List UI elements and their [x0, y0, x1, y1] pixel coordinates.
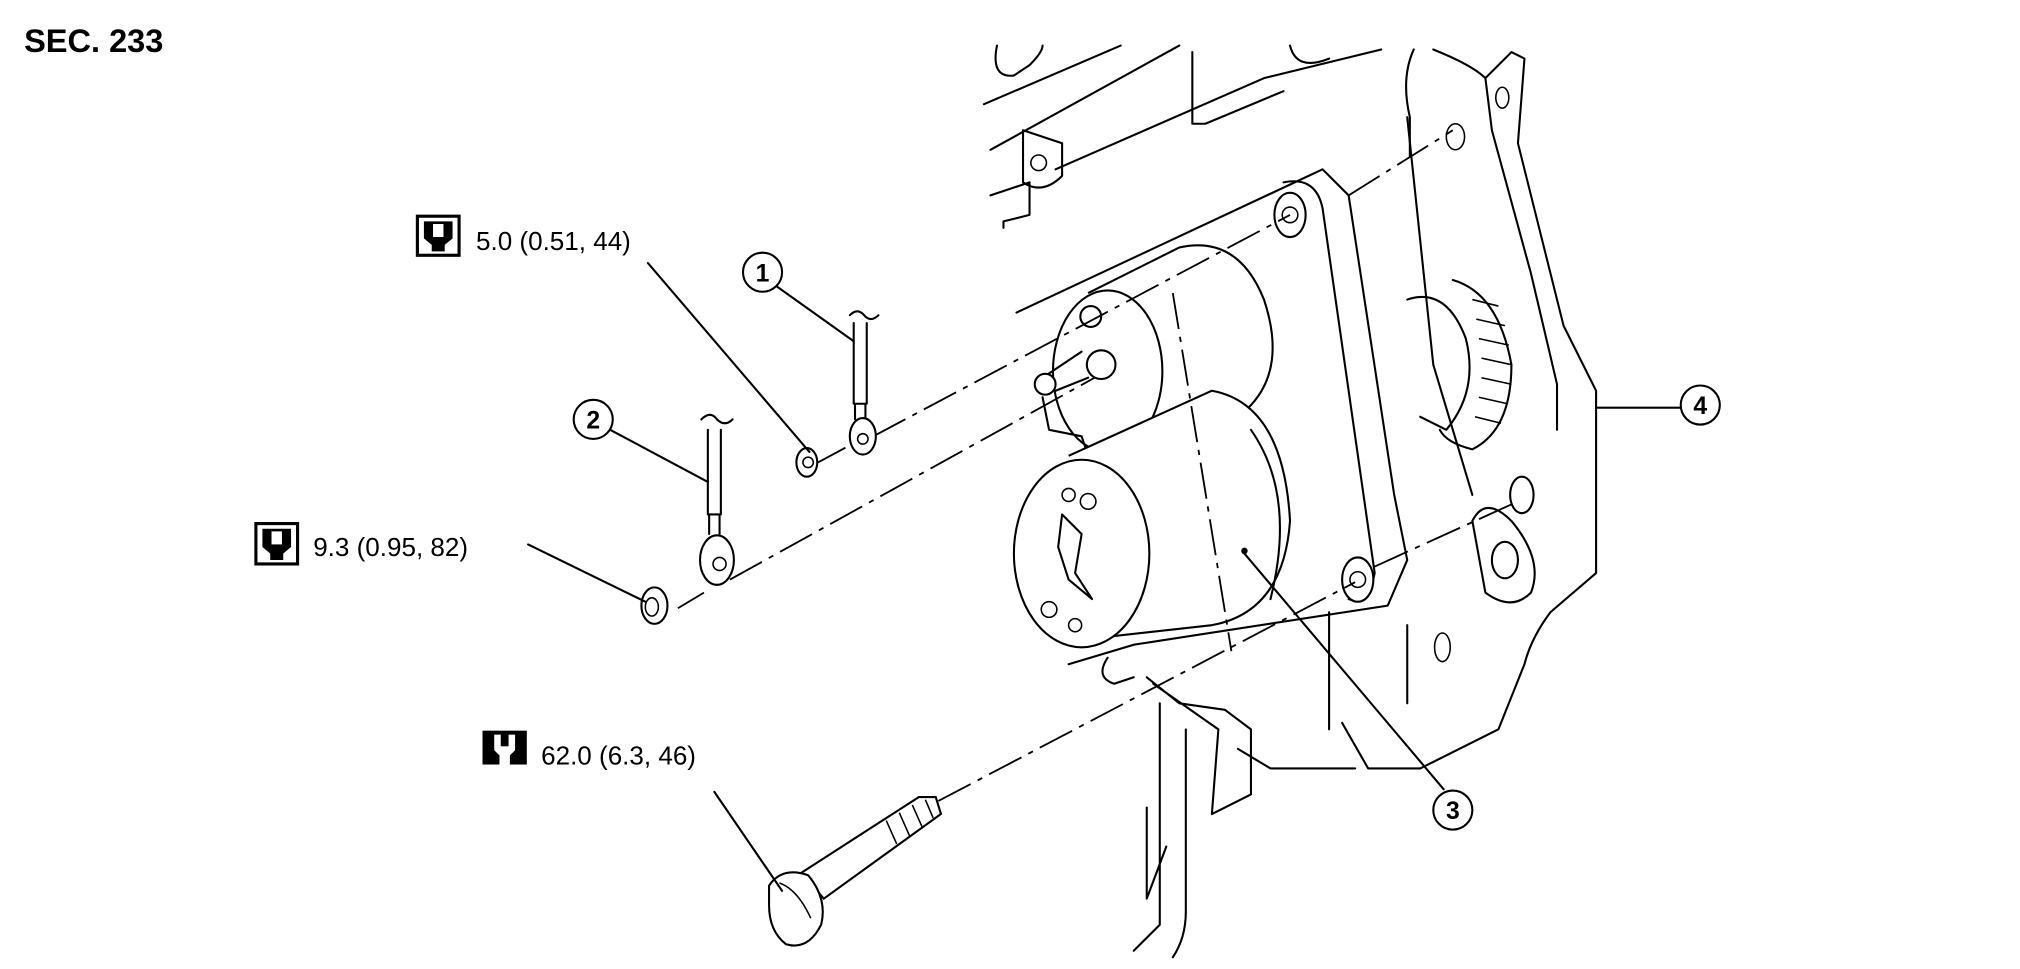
torque-spec-1: 5.0 (0.51, 44) [415, 214, 631, 257]
callout-1: 1 [741, 251, 784, 293]
svg-text:4: 4 [1693, 393, 1707, 420]
torque-wrench-icon [415, 214, 461, 257]
svg-text:9.3 (0.95, 82): 9.3 (0.95, 82) [313, 532, 468, 562]
torque-spec-3: 62.0 (6.3, 46) [482, 730, 696, 771]
svg-text:3: 3 [1446, 798, 1460, 825]
torque-wrench-icon [254, 522, 300, 566]
callout-2: 2 [572, 398, 614, 440]
mounting-bolt [768, 796, 943, 947]
alignment-lines [677, 129, 1519, 802]
callout-3: 3 [1432, 789, 1474, 831]
svg-text:1: 1 [756, 260, 770, 287]
svg-text:5.0 (0.51, 44): 5.0 (0.51, 44) [476, 226, 631, 256]
torque-wrench-icon [482, 730, 527, 765]
leader-lines [527, 262, 1682, 892]
section-label: SEC. 233 [24, 23, 163, 59]
starter-motor [1012, 168, 1513, 666]
svg-text:2: 2 [586, 407, 600, 434]
torque-spec-2: 9.3 (0.95, 82) [254, 522, 468, 566]
callout-4: 4 [1679, 384, 1721, 426]
engine-block [982, 44, 1598, 959]
terminal-harness-1 [795, 310, 880, 478]
terminal-harness-2 [640, 413, 735, 625]
svg-text:62.0 (6.3, 46): 62.0 (6.3, 46) [541, 741, 696, 771]
